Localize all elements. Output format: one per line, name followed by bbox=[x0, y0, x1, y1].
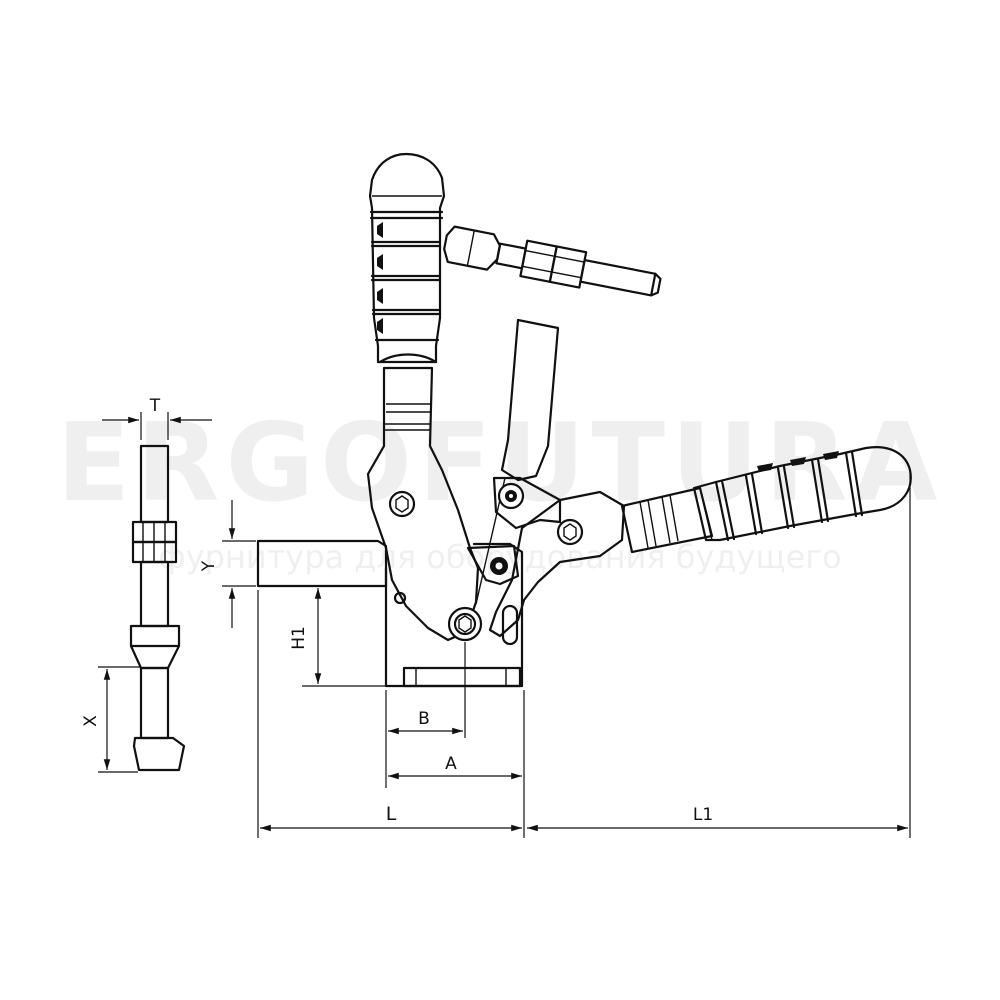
dim-label-l: L bbox=[386, 803, 397, 825]
dim-label-t: T bbox=[149, 396, 161, 416]
spindle-detail: T X bbox=[81, 396, 212, 773]
dimension-lines: Y H1 B A L L1 bbox=[199, 470, 911, 838]
dim-label-y: Y bbox=[199, 560, 219, 572]
dim-label-a: A bbox=[445, 754, 457, 774]
watermark: ERGOFUTURA фурнитура для оборудования бу… bbox=[57, 401, 938, 576]
clamp-body bbox=[256, 318, 714, 688]
tilted-spindle bbox=[443, 225, 662, 297]
vertical-grip bbox=[368, 152, 446, 364]
dim-label-h1: H1 bbox=[289, 626, 309, 650]
dim-label-x: X bbox=[81, 715, 101, 727]
dim-label-b: B bbox=[418, 709, 430, 729]
dim-label-l1: L1 bbox=[693, 805, 713, 825]
